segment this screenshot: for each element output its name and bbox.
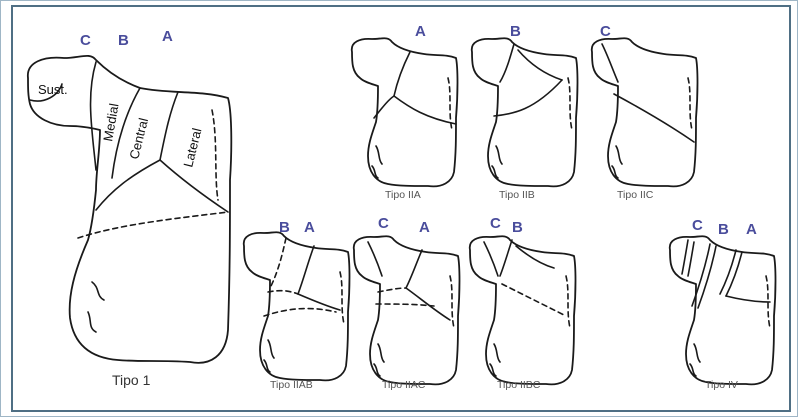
tipo-iibc-group xyxy=(470,236,576,384)
tipo-iiab-bone xyxy=(244,232,350,380)
tipo-iia-caption: Tipo IIA xyxy=(385,189,421,201)
tipo-iv-letter-a: A xyxy=(746,221,757,238)
tipo-iib-letter: B xyxy=(510,23,521,40)
tipo-iiab-caption: Tipo IIAB xyxy=(270,379,313,391)
tipo-iiab-group xyxy=(244,232,350,380)
tipo-iiab-letter-b: B xyxy=(279,219,290,236)
tipo1-letter-a: A xyxy=(162,28,173,45)
tipo-iibc-letter-b: B xyxy=(512,219,523,236)
tipo-iiac-group xyxy=(354,236,460,384)
tipo-iia-group xyxy=(352,38,458,186)
tipo-iib-caption: Tipo IIB xyxy=(499,189,535,201)
tipo-iv-letter-b: B xyxy=(718,221,729,238)
tipo-iiab-letter-a: A xyxy=(304,219,315,236)
tipo1-caption: Tipo 1 xyxy=(112,372,151,388)
tipo-iv-caption: Tipo IV xyxy=(705,379,738,391)
tipo-iiac-letter-a: A xyxy=(419,219,430,236)
tipo1-letter-c: C xyxy=(80,32,91,49)
tipo-iib-bone xyxy=(472,38,578,186)
tipo1-bone xyxy=(28,56,231,363)
zone-label-sust: Sust. xyxy=(38,82,68,97)
tipo1-letter-b: B xyxy=(118,32,129,49)
tipo-iiac-letter-c: C xyxy=(378,215,389,232)
tipo-iibc-bone xyxy=(470,236,576,384)
tipo1-group: C B A Sust. Medial Central Lateral Tipo … xyxy=(28,28,231,388)
tipo-iia-letter: A xyxy=(415,23,426,40)
tipo-iiac-caption: Tipo IIAC xyxy=(382,379,426,391)
tipo-iic-caption: Tipo IIC xyxy=(617,189,654,201)
tipo-iib-group xyxy=(472,38,578,186)
tipo-iv-group xyxy=(670,236,776,384)
tipo-iiac-bone xyxy=(354,236,460,384)
tipo-iic-letter: C xyxy=(600,23,611,40)
tipo-iia-bone xyxy=(352,38,458,186)
tipo-iibc-letter-c: C xyxy=(490,215,501,232)
tipo-iic-bone xyxy=(592,38,698,186)
tipo-iibc-caption: Tipo IIBC xyxy=(497,379,541,391)
tipo-iv-letter-c: C xyxy=(692,217,703,234)
tipo-iic-group xyxy=(592,38,698,186)
